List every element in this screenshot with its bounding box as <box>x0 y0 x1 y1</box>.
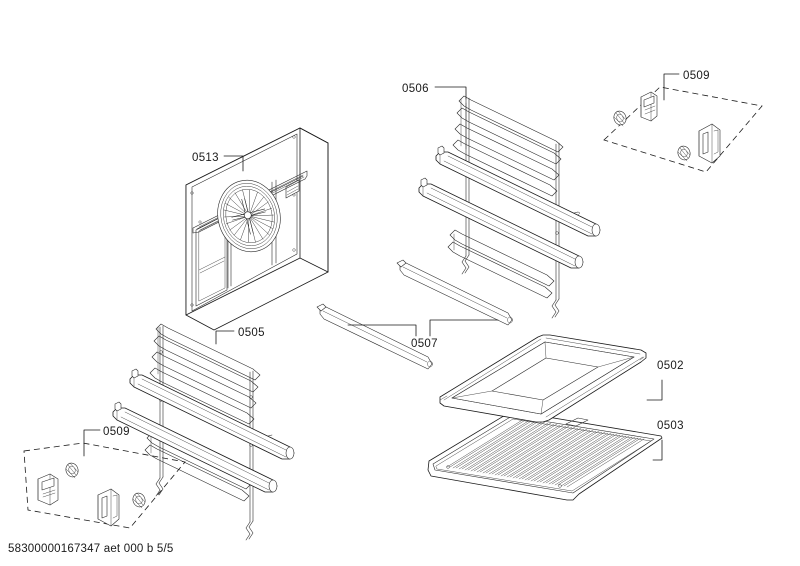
heating-element-loops-lower <box>447 229 555 299</box>
part-label-0506: 0506 <box>402 83 429 95</box>
leader-0506 <box>434 86 467 100</box>
part-label-0507: 0507 <box>411 338 438 350</box>
rack-wire-rows-upper <box>149 323 261 425</box>
bracket-clip <box>97 488 120 527</box>
fan-grille <box>217 179 281 253</box>
wire-rod <box>396 259 513 326</box>
part-0509-clip-kit-upper: 0509 <box>603 70 763 173</box>
leader-0505 <box>215 330 235 345</box>
shelf-rail-bar-upper <box>129 368 295 460</box>
part-0502-baking-pan: 0502 <box>439 334 684 423</box>
part-0507-wire-rods: 0507 <box>316 259 513 370</box>
shelf-rail-bar-lower <box>418 177 584 269</box>
part-0513-back-panel: 0513 <box>185 127 329 331</box>
leader-0507-b <box>429 319 499 337</box>
leader-0502 <box>646 379 663 401</box>
knurled-nut <box>677 145 691 162</box>
leader-0509-upper <box>663 73 680 101</box>
footer-document-code: 58300000167347 aet 000 b 5/5 <box>8 543 173 555</box>
wire-rod <box>316 303 433 370</box>
knurled-nut <box>65 462 79 479</box>
bracket-clip <box>698 123 721 164</box>
part-0506-upper-heater-rail: 0506 <box>402 83 601 319</box>
knurled-nut <box>132 492 146 509</box>
leader-0513 <box>223 155 244 172</box>
leader-0509-lower <box>83 429 101 457</box>
part-label-0509-lower: 0509 <box>103 426 130 438</box>
part-0505-side-rack-rail: 0505 <box>112 323 295 541</box>
grid-wires <box>446 418 645 488</box>
heating-element-loops-upper <box>452 95 564 197</box>
part-label-0503: 0503 <box>657 420 684 432</box>
knurled-nut <box>613 110 627 127</box>
part-label-0505: 0505 <box>238 327 265 339</box>
bracket-clip <box>37 473 59 506</box>
leader-0507-a <box>347 324 417 337</box>
shelf-rail-bar-upper <box>435 145 601 237</box>
part-label-0513: 0513 <box>192 152 219 164</box>
bracket-clip <box>640 91 658 122</box>
part-0503-wire-grid: 0503 <box>427 410 684 501</box>
shelf-rail-bar-lower <box>112 401 278 493</box>
kit-boundary-lower <box>23 442 186 529</box>
part-label-0509-upper: 0509 <box>683 70 710 82</box>
part-label-0502: 0502 <box>657 360 684 372</box>
leader-0503 <box>652 439 663 461</box>
part-0509-clip-kit-lower: 0509 <box>23 426 186 529</box>
